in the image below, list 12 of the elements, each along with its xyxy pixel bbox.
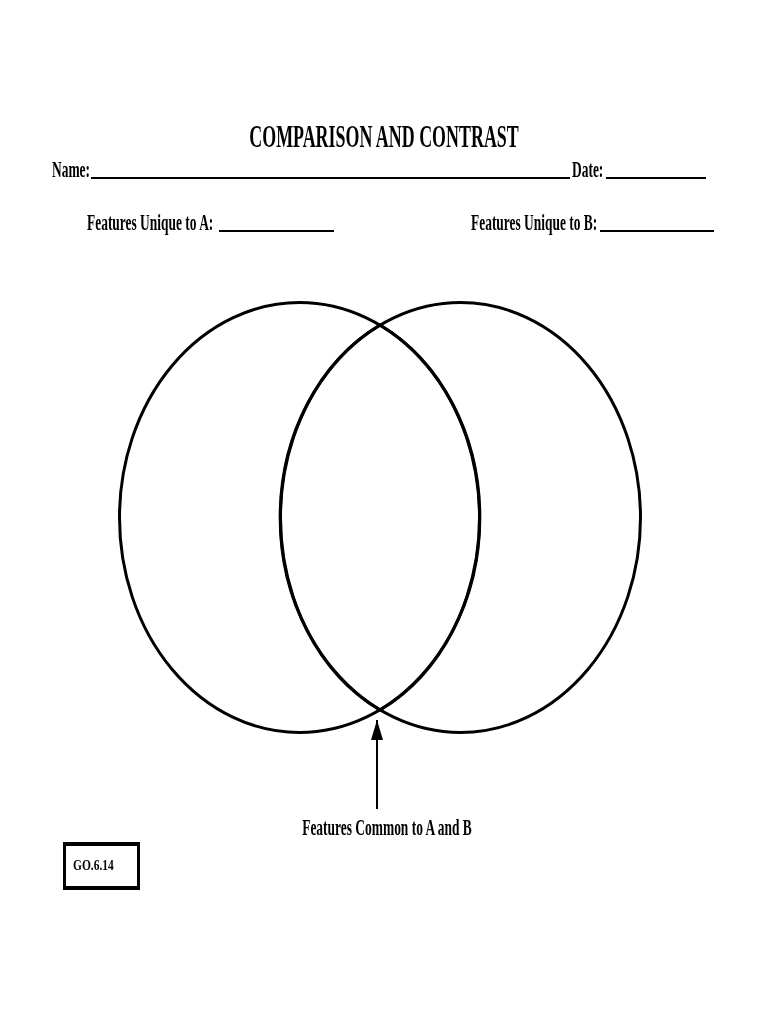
leader-arrow bbox=[371, 719, 383, 810]
annotation-text: Features Common to A and B bbox=[302, 815, 472, 839]
overlap-region bbox=[279, 323, 481, 712]
field-label: Features Unique to A: bbox=[87, 210, 214, 234]
venn-circle bbox=[279, 301, 642, 734]
title: COMPARISON AND CONTRAST bbox=[249, 120, 519, 152]
form-code: GO.6.14 bbox=[73, 858, 115, 874]
venn-circle bbox=[118, 301, 481, 734]
field-label: Date: bbox=[572, 157, 604, 181]
field-label: Features Unique to B: bbox=[471, 210, 598, 234]
field-label: Name: bbox=[52, 157, 91, 181]
code-tag bbox=[63, 842, 140, 890]
